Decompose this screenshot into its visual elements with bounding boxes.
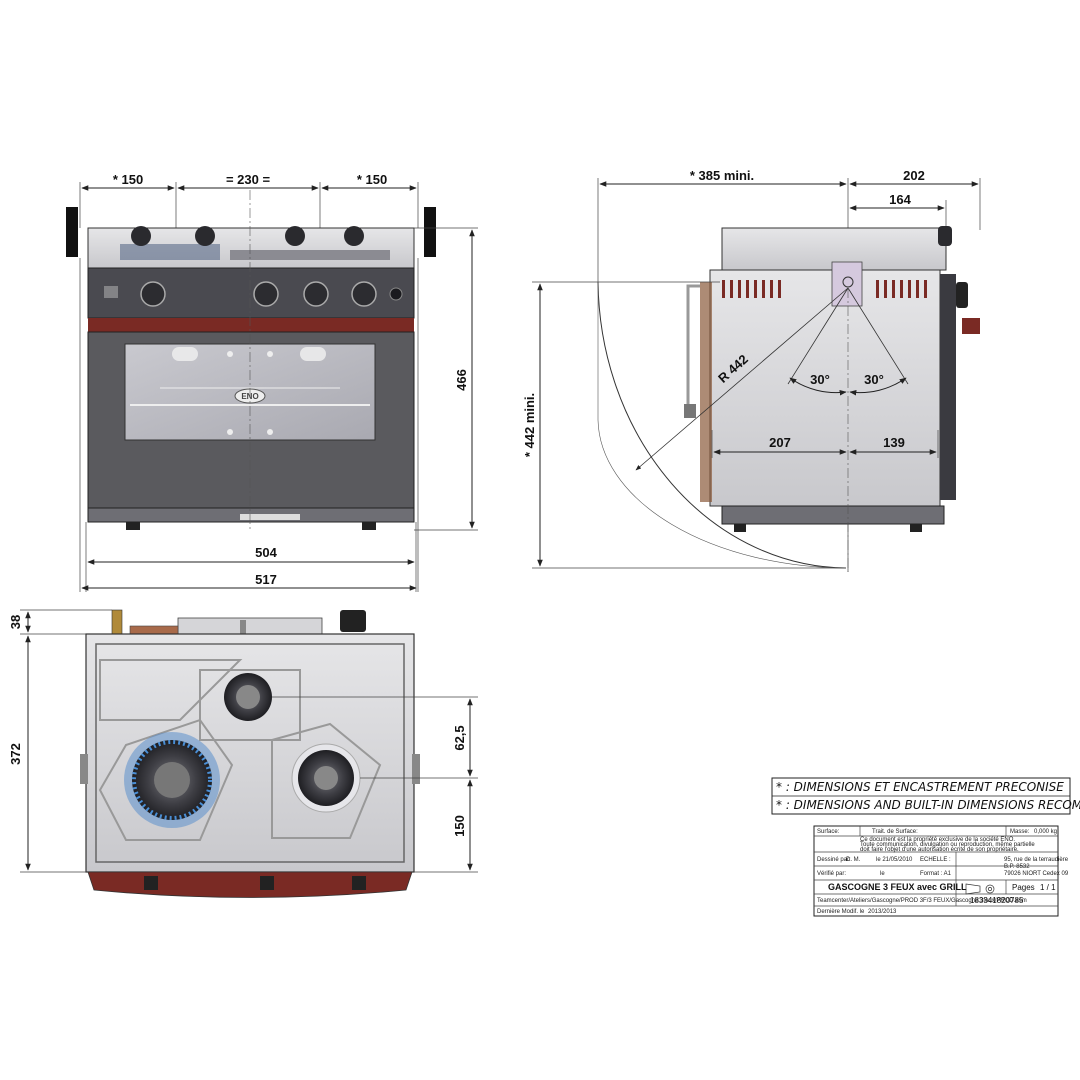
tb-drawn-by-label: Dessiné par: — [817, 857, 851, 863]
dim-top-38: 38 — [8, 615, 23, 629]
dim-front-right: * 150 — [357, 172, 387, 187]
note-line-2: * : DIMENSIONS AND BUILT-IN DIMENSIONS R… — [776, 798, 1080, 812]
ignition-button-icon — [389, 287, 403, 301]
tb-surface-label: Surface: — [817, 829, 840, 835]
tb-modified-value: 2013/2013 — [868, 909, 897, 915]
control-knob-icon — [253, 281, 279, 307]
tb-address-3: 79026 NIORT Cedex 09 — [1004, 871, 1069, 877]
tb-legal-3: doit faire l'objet d'une autorisation éc… — [860, 847, 1019, 853]
burner-small-icon — [224, 673, 272, 721]
tb-drawn-by-value: D. M. — [846, 857, 861, 863]
side-view: * 385 mini. 202 164 — [522, 168, 981, 572]
dim-top-372: 372 — [8, 743, 23, 765]
dim-top-62-5: 62,5 — [452, 725, 467, 750]
dim-front-width-inner: 504 — [255, 545, 277, 560]
tb-part-number: 183341820785 — [970, 896, 1024, 905]
front-wood-rail — [87, 871, 413, 898]
control-knob-icon — [303, 281, 329, 307]
tb-mass-value: 0,000 kg — [1034, 829, 1057, 835]
dim-side-depth-min: * 385 mini. — [690, 168, 754, 183]
tb-legal-1: Ce document est la propriété exclusive d… — [860, 837, 1015, 843]
title-block: Surface: Trait. de Surface: Masse: 0,000… — [813, 825, 1069, 917]
tb-modified-label: Dernière Modif. le — [817, 909, 865, 915]
tb-checked-label: Vérifié par: — [817, 871, 846, 877]
dim-side-202: 202 — [903, 168, 925, 183]
tb-scale-label: ECHELLE : — [920, 857, 951, 863]
tb-file-path: Teamcenter/Ateliers/Gascogne/PROD 3F/3 F… — [817, 898, 1027, 904]
tb-mass-label: Masse: — [1010, 829, 1030, 835]
dim-front-height: 466 — [454, 369, 469, 391]
note-line-1: * : DIMENSIONS ET ENCASTREMENT PRECONISE — [776, 780, 1064, 794]
dim-side-164: 164 — [889, 192, 911, 207]
dim-side-207: 207 — [769, 435, 791, 450]
tb-title: GASCOGNE 3 FEUX avec GRILL — [828, 882, 967, 892]
gimbal-bracket-right — [424, 207, 436, 257]
control-knob-icon — [351, 281, 377, 307]
notes-box: * : DIMENSIONS ET ENCASTREMENT PRECONISE… — [771, 777, 1080, 815]
wood-rail — [88, 318, 414, 332]
gimbal-bracket-left — [66, 207, 78, 257]
top-view: 38 372 62,5 150 — [8, 609, 478, 898]
logo-icon — [104, 286, 118, 298]
tb-format-label: Format : A1 — [920, 871, 952, 877]
dim-side-angle-right: 30° — [864, 372, 884, 387]
dim-side-height-min: * 442 mini. — [522, 393, 537, 457]
dim-top-150: 150 — [452, 815, 467, 837]
burner-medium-icon — [291, 743, 361, 813]
control-knob-icon — [140, 281, 166, 307]
projection-symbol-icon — [965, 883, 995, 895]
dim-front-center: = 230 = — [226, 172, 271, 187]
pot-holder-knob-icon — [285, 226, 305, 246]
dim-front-width-outer: 517 — [255, 572, 277, 587]
tb-address-2: B.P. 8532 — [1004, 864, 1030, 870]
burner-large-icon — [124, 732, 220, 828]
dim-side-139: 139 — [883, 435, 905, 450]
tb-checked-date: le — [880, 871, 885, 877]
tb-address-1: 95, rue de la terraudière — [1004, 857, 1069, 863]
front-view: * 150 = 230 = * 150 ENO — [66, 172, 478, 592]
pot-holder-knob-icon — [131, 226, 151, 246]
tb-legal-2: Toute communication, divulgation ou repr… — [860, 842, 1035, 848]
dim-front-left: * 150 — [113, 172, 143, 187]
tb-treatment-label: Trait. de Surface: — [872, 829, 918, 835]
dim-side-angle-left: 30° — [810, 372, 830, 387]
tb-drawn-date: le 21/05/2010 — [876, 857, 913, 863]
tb-pages-value: 1 / 1 — [1040, 883, 1056, 892]
pot-holder-knob-icon — [344, 226, 364, 246]
pot-holder-knob-icon — [195, 226, 215, 246]
oven-body-side — [709, 269, 941, 507]
tb-pages-label: Pages — [1012, 883, 1035, 892]
